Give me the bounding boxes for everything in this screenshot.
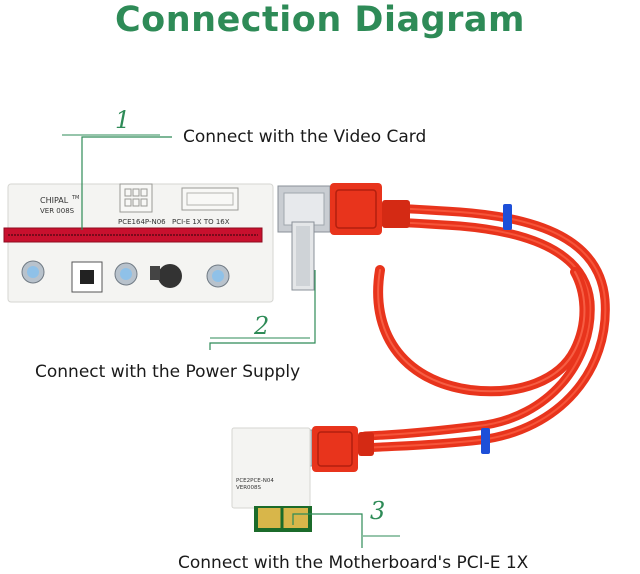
- board-slot-label: PCI-E 1X TO 16X: [172, 218, 230, 226]
- riser-board: CHIPAL TM VER 008S PCE164P-N06 PCI-E 1X …: [3, 183, 315, 303]
- adapter-model: PCE2PCE-N04: [236, 478, 274, 484]
- adapter-board: PCE2PCE-N04 VER008S: [231, 427, 312, 532]
- board-version: VER 008S: [40, 207, 75, 215]
- step-caption-2: Connect with the Power Supply: [35, 362, 301, 382]
- callout-lines: [62, 134, 400, 548]
- board-brand: CHIPAL: [40, 196, 69, 205]
- usb-cable: [325, 202, 610, 454]
- adapter-version: VER008S: [236, 485, 262, 491]
- step-number-1: 1: [115, 106, 131, 134]
- step-caption-3: Connect with the Motherboard's PCI-E 1X: [178, 553, 529, 573]
- step-number-3: 3: [370, 497, 386, 525]
- cable-band-top: [503, 204, 512, 230]
- board-brand-tm: TM: [71, 195, 79, 201]
- usb-plug-top: [277, 183, 410, 235]
- diagram-title: Connection Diagram: [115, 0, 525, 40]
- cable-band-bottom: [481, 428, 490, 454]
- step-number-2: 2: [254, 312, 270, 340]
- step-caption-1: Connect with the Video Card: [183, 127, 427, 147]
- board-model: PCE164P-N06: [118, 218, 166, 226]
